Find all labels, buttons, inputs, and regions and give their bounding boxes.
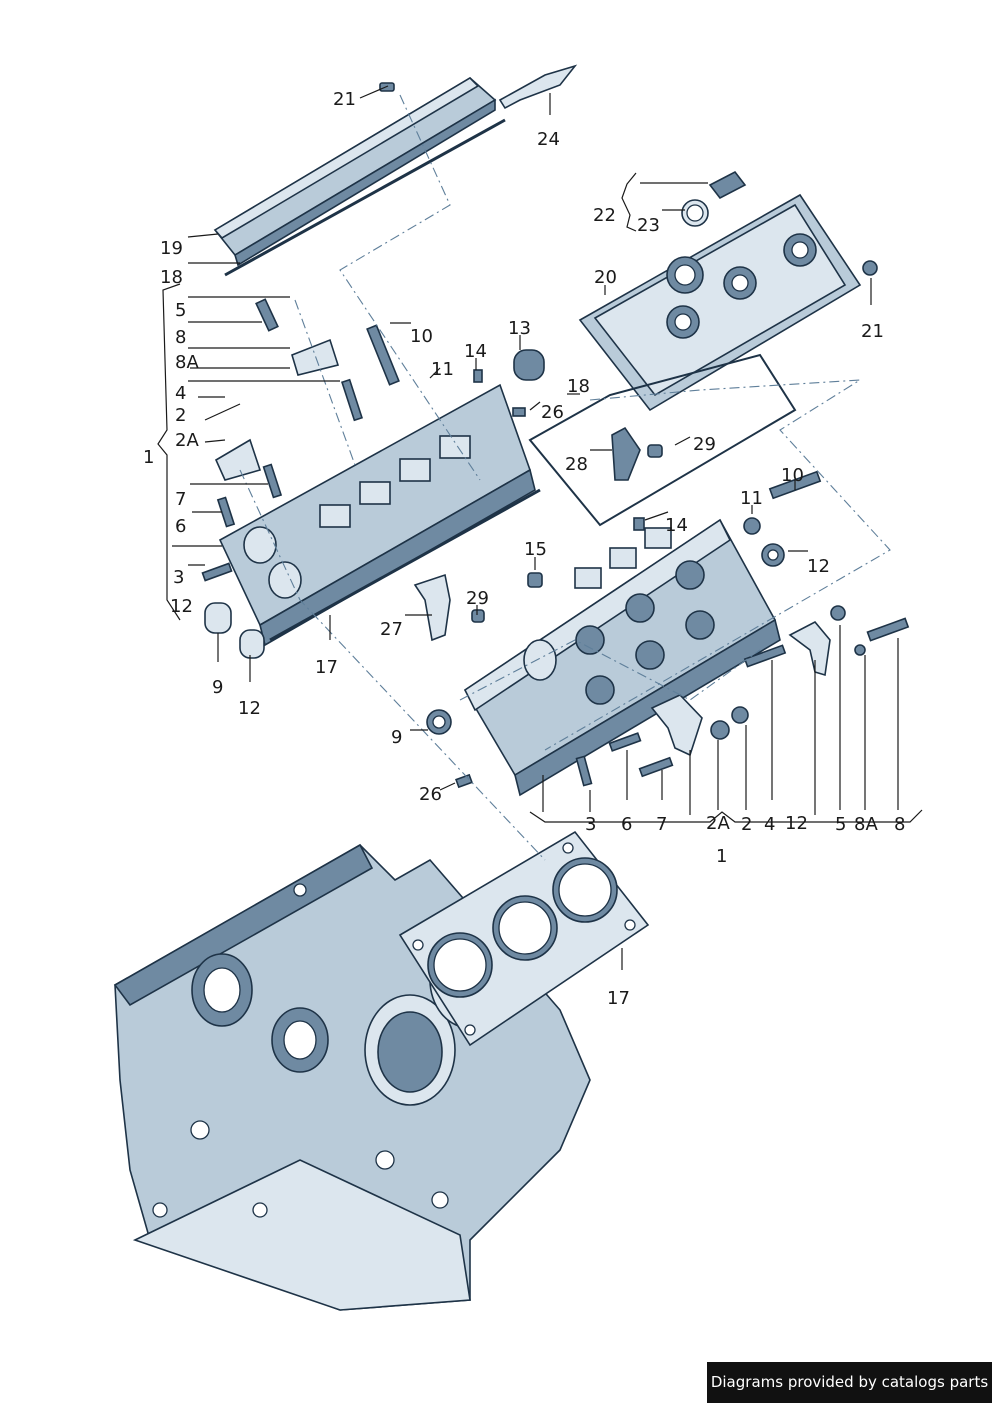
callout-2a: 2A (706, 813, 730, 834)
callout-7: 7 (175, 489, 186, 510)
callout-17: 17 (607, 988, 630, 1009)
callout-2a: 2A (175, 430, 199, 451)
callout-10: 10 (410, 326, 433, 347)
callout-27: 27 (380, 619, 403, 640)
cylinder-head-left (201, 298, 545, 659)
callout-2: 2 (741, 814, 752, 835)
callout-4: 4 (764, 814, 775, 835)
callout-14: 14 (665, 515, 688, 536)
callout-21: 21 (861, 321, 884, 342)
callout-29: 29 (466, 588, 489, 609)
callout-23: 23 (637, 215, 660, 236)
callout-26: 26 (419, 784, 442, 805)
callout-8: 8 (894, 814, 905, 835)
callout-3: 3 (173, 567, 184, 588)
callout-21: 21 (333, 89, 356, 110)
callout-24: 24 (537, 129, 560, 150)
callout-15: 15 (524, 539, 547, 560)
callout-14: 14 (464, 341, 487, 362)
callout-1: 1 (716, 846, 727, 867)
callout-8a: 8A (854, 814, 878, 835)
callout-26: 26 (541, 402, 564, 423)
callout-labels: 21 24 19 18 5 8 8A 4 2 2A 1 7 6 3 12 9 1… (143, 89, 905, 1009)
assembly-center-lines (239, 94, 891, 861)
callout-5: 5 (175, 300, 186, 321)
callout-22: 22 (593, 205, 616, 226)
callout-7: 7 (656, 814, 667, 835)
leader-lines (157, 85, 923, 970)
valve-cover-left (213, 64, 578, 277)
callout-6: 6 (175, 516, 186, 537)
callout-6: 6 (621, 814, 632, 835)
callout-29: 29 (693, 434, 716, 455)
callout-4: 4 (175, 383, 186, 404)
callout-18: 18 (567, 376, 590, 397)
callout-12: 12 (807, 556, 830, 577)
callout-5: 5 (835, 814, 846, 835)
callout-12: 12 (170, 596, 193, 617)
callout-19: 19 (160, 238, 183, 259)
callout-8a: 8A (175, 352, 199, 373)
callout-10: 10 (781, 465, 804, 486)
callout-3: 3 (585, 814, 596, 835)
callout-1: 1 (143, 447, 154, 468)
callout-11: 11 (740, 488, 763, 509)
callout-8: 8 (175, 327, 186, 348)
callout-9: 9 (391, 727, 402, 748)
callout-9: 9 (212, 677, 223, 698)
callout-11: 11 (431, 359, 454, 380)
callout-2: 2 (175, 405, 186, 426)
callout-17: 17 (315, 657, 338, 678)
valve-cover-right (528, 170, 878, 527)
head-gasket-lower (398, 830, 650, 1047)
callout-28: 28 (565, 454, 588, 475)
diagram-credit-footer: Diagrams provided by catalogs parts (707, 1362, 992, 1403)
callout-12: 12 (785, 813, 808, 834)
callout-20: 20 (594, 267, 617, 288)
callout-18: 18 (160, 267, 183, 288)
callout-13: 13 (508, 318, 531, 339)
callout-12: 12 (238, 698, 261, 719)
